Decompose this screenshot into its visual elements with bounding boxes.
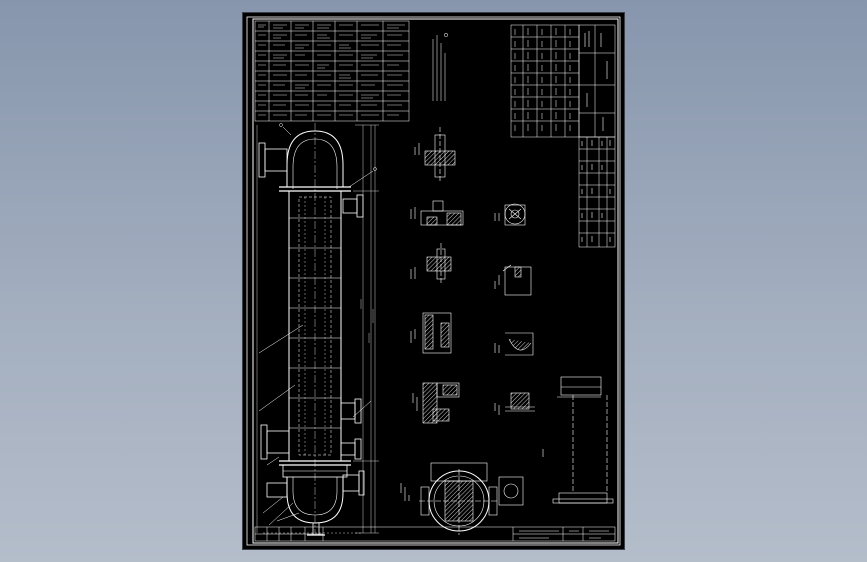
drawing-canvas[interactable] [243, 13, 624, 549]
detail-view-8[interactable] [494, 332, 534, 356]
detail-view-9[interactable] [494, 392, 535, 415]
inner-frame [252, 18, 619, 544]
nozzle-schedule-table [510, 24, 580, 138]
technical-requirements-table [254, 20, 410, 122]
detail-view-6[interactable] [494, 203, 526, 226]
top-left-nozzle[interactable] [264, 148, 288, 172]
detail-view-7[interactable] [494, 264, 532, 296]
detail-view-5[interactable] [412, 382, 460, 424]
design-data-table [578, 24, 616, 138]
parts-list-table [578, 136, 616, 248]
middle-right-nozzle[interactable] [340, 402, 356, 420]
leader-lines [258, 123, 377, 526]
nozzles[interactable] [258, 142, 365, 536]
title-block [254, 526, 616, 542]
detail-views[interactable] [410, 127, 535, 424]
section-plan-view[interactable] [400, 462, 524, 535]
table-dense-text [258, 24, 405, 116]
lower-right-nozzle[interactable] [340, 442, 356, 456]
condenser-main-view[interactable] [279, 123, 351, 533]
bottom-left-support[interactable] [266, 482, 288, 498]
detail-view-1[interactable] [414, 127, 456, 183]
drawing-sheet[interactable] [243, 13, 624, 549]
side-nozzle-plan[interactable] [498, 476, 524, 506]
detail-view-2[interactable] [410, 200, 464, 226]
lower-left-nozzle[interactable] [266, 430, 290, 454]
dimension-lines [256, 124, 379, 534]
side-elevation-view[interactable] [542, 376, 614, 504]
nozzle-schedule-text [514, 28, 571, 131]
detail-view-3[interactable] [410, 243, 452, 285]
bottom-head-outline [286, 477, 344, 524]
technical-notes [432, 33, 448, 101]
detail-view-4[interactable] [410, 312, 452, 354]
top-right-nozzle[interactable] [342, 198, 358, 214]
outer-frame [246, 16, 621, 546]
